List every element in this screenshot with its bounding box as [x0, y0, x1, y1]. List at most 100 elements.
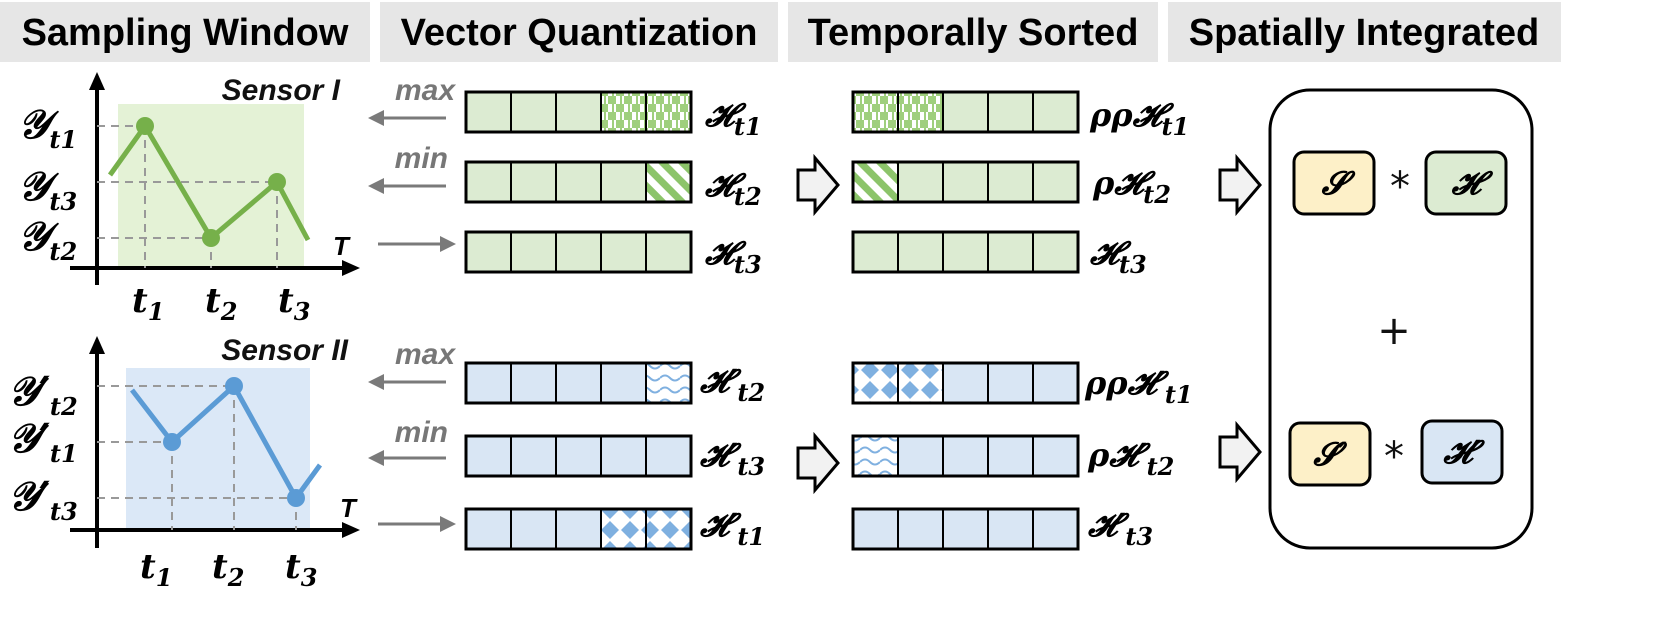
quant-green-row-0-cell-4: [645, 91, 692, 133]
integrated-h-prime-label: 𝓗′: [1442, 433, 1485, 471]
sorted-blue-row-2-frame: [851, 507, 1080, 551]
sensor1-point-0: [136, 117, 154, 135]
header-spatially-integrated: Spatially Integrated: [1189, 12, 1540, 54]
sorted-blue-row-2-cell-2: [942, 508, 989, 550]
sorted-green-row-2-cell-1: [897, 231, 944, 273]
sorted-green-row-2-cell-0: [852, 231, 899, 273]
sensor1-ylabels: 𝒴t1 𝒴t3 𝒴t2: [18, 101, 77, 266]
block-arrow-quant-to-sorted-blue: [796, 431, 840, 495]
quant-green-row-2-frame: [464, 230, 693, 274]
sensor1-series: [107, 117, 311, 247]
sensor1-ylabel-2: 𝒴t2: [18, 213, 77, 266]
quant-blue-row-0-cell-4: [645, 362, 692, 404]
sorted-blue-row-1-cell-0: [852, 435, 899, 477]
quant-green-row-1-cell-1: [510, 161, 557, 203]
sensor2-point-1: [225, 377, 243, 395]
section-headers: Sampling Window Vector Quantization Temp…: [0, 2, 1561, 62]
header-bg-sorted: [788, 2, 1158, 62]
direction-arrow-head-3: [368, 374, 384, 390]
quant-blue-row-0-cell-3: [600, 362, 647, 404]
direction-arrow-head-0: [368, 110, 384, 126]
header-bg-sampling: [0, 2, 370, 62]
sensor1-axis-label: T: [333, 231, 351, 261]
sorted-blue-row-0-cell-1: [897, 362, 944, 404]
integrated-h-prime-box: [1420, 419, 1504, 485]
quant-green-row-1-frame: [464, 160, 693, 204]
sensor1-point-2: [268, 173, 286, 191]
quant-green-row-0-frame: [464, 90, 693, 134]
sorted-blue-row-1-cell-3: [987, 435, 1034, 477]
quant-green-row-1-cell-2: [555, 161, 602, 203]
sensor2-guides: [97, 385, 297, 530]
quant-green-row-2-cell-1: [510, 231, 557, 273]
sorted-blue-row-2-cell-1: [897, 508, 944, 550]
sensor1-title: Sensor I: [222, 74, 341, 107]
sorted-green-row-0-cell-1: [897, 91, 944, 133]
sorted-green-row-1-cell-2: [942, 161, 989, 203]
sorted-blue-label-2: 𝓗′t3: [1087, 506, 1153, 551]
quant-blue-row-2-frame: [464, 507, 693, 551]
sensor1-point-1: [202, 229, 220, 247]
sensor2-xlabels: t1 t2 t3: [140, 547, 317, 592]
sensor2-title: Sensor II: [221, 334, 348, 367]
sensor2-xlabel-1: t2: [212, 547, 244, 592]
sorted-green-row-2-cell-3: [987, 231, 1034, 273]
dir-label-max-green: max: [395, 74, 456, 107]
sorted-labels: ρρ𝓗t1 ρ𝓗t2 𝓗t3 ρρ𝓗′t1 ρ𝓗′t2 𝓗′t3: [1084, 96, 1193, 551]
quant-green-label-1: 𝓗t2: [704, 166, 762, 211]
sensor2-ylabel-0: 𝒴′t2: [8, 368, 78, 421]
sensor2-y-arrowhead: [89, 336, 105, 354]
sensor2-x-arrowhead: [342, 522, 360, 538]
direction-arrow-head-4: [368, 450, 384, 466]
sensor2-series: [130, 377, 323, 507]
sensor1-ylabel-1: 𝒴t3: [18, 163, 77, 216]
quant-blue-row-2-cell-4: [645, 508, 692, 550]
sensor1-x-arrowhead: [342, 260, 360, 276]
sorted-blue-label-0: ρρ𝓗′t1: [1084, 364, 1193, 409]
integrated-times-top: *: [1390, 164, 1410, 210]
sorted-blue-row-1-cell-2: [942, 435, 989, 477]
sorted-green-row-1-cell-0: [852, 161, 899, 203]
sensor1-plot: Sensor I T 𝒴t1 𝒴t3 𝒴t2 t1 t2 t3: [18, 72, 360, 326]
quant-green-label-2: 𝓗t3: [704, 234, 762, 279]
sensor2-ylabel-2: 𝒴′t3: [8, 473, 78, 526]
header-vector-quantization: Vector Quantization: [401, 12, 758, 54]
quant-green-row-2-cell-4: [645, 231, 692, 273]
quant-green-row-0-cell-2: [555, 91, 602, 133]
quant-green-row-2-cell-0: [465, 231, 512, 273]
quant-green-row-0-cell-1: [510, 91, 557, 133]
quant-blue-row-2-cell-1: [510, 508, 557, 550]
quant-green-label-0: 𝓗t1: [704, 96, 762, 141]
sorted-green-label-2: 𝓗t3: [1089, 234, 1147, 279]
quant-blue-row-2-cell-2: [555, 508, 602, 550]
quant-blue-row-1-cell-2: [555, 435, 602, 477]
sensor1-y-arrowhead: [89, 72, 105, 90]
sensor2-ylabels: 𝒴′t2 𝒴′t1 𝒴′t3: [8, 368, 78, 526]
quant-green-row-1-cell-3: [600, 161, 647, 203]
block-arrow-sorted-to-integrated-green: [1218, 153, 1262, 217]
sorted-green-label-0: ρρ𝓗t1: [1089, 96, 1189, 141]
sensor2-plot: Sensor II T 𝒴′t2 𝒴′t1 𝒴′t3 t1 t2 t3: [8, 334, 360, 592]
sorted-green-row-1-frame: [851, 160, 1080, 204]
sensor2-window: [126, 368, 310, 530]
dir-label-min-blue: min: [395, 416, 448, 449]
block-arrows: [796, 153, 1262, 495]
sorted-blue-row-1-cell-1: [897, 435, 944, 477]
sorted-green-row-0-frame: [851, 90, 1080, 134]
sensor2-xlabel-0: t1: [140, 547, 172, 592]
integrated-h-box: [1424, 150, 1508, 216]
direction-arrow-head-5: [440, 516, 456, 532]
sorted-green-row-2-cell-2: [942, 231, 989, 273]
header-sampling-window: Sampling Window: [22, 12, 349, 54]
quant-green-row-2-cell-2: [555, 231, 602, 273]
sorted-blue-label-1: ρ𝓗′t2: [1087, 436, 1174, 481]
sensor1-xlabel-2: t3: [278, 281, 310, 326]
header-bg-integrated: [1168, 2, 1561, 62]
integrated-panel: 𝓢 * 𝓗 + 𝓢′ * 𝓗′: [1268, 88, 1534, 550]
sensor1-xlabel-1: t2: [205, 281, 237, 326]
quant-green-row-0-cell-3: [600, 91, 647, 133]
quant-blue-row-2-cell-3: [600, 508, 647, 550]
quant-blue-row-1-cell-0: [465, 435, 512, 477]
direction-arrows: [368, 110, 456, 532]
sorted-blue-row-2-cell-0: [852, 508, 899, 550]
